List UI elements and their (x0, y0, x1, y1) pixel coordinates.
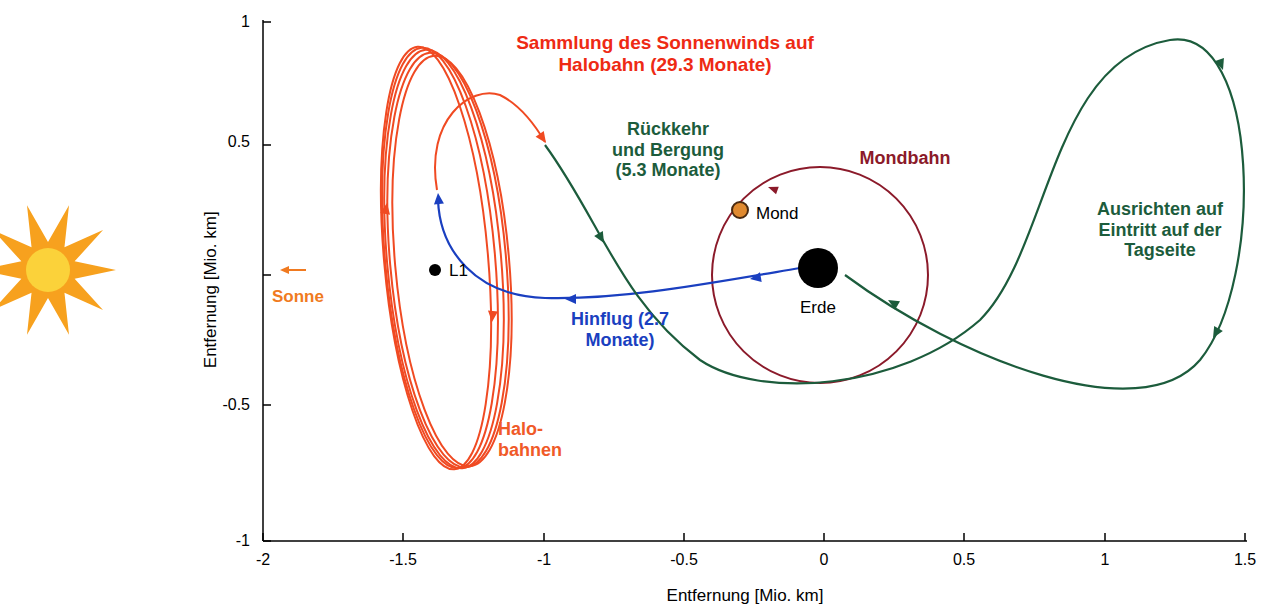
arrowhead (1209, 326, 1223, 341)
orbit-label: Halo- bahnen (498, 419, 568, 460)
tick-label: -2 (256, 551, 270, 569)
sun-core (26, 248, 70, 292)
body-label: Erde (800, 298, 836, 318)
arrowhead (536, 131, 551, 146)
halo-orbit (369, 45, 519, 473)
sun-symbol (0, 205, 116, 334)
arrowhead (749, 272, 762, 284)
axis-title: Entfernung [Mio. km] (667, 586, 824, 606)
arrowhead (886, 296, 901, 310)
arrowhead (1215, 58, 1228, 72)
tick-label: 0 (820, 551, 829, 569)
tick-label: 1 (241, 13, 250, 31)
y-axis (262, 20, 264, 541)
tick-label: -0.5 (222, 396, 250, 414)
phase-label: Ausrichten auf Eintritt auf der Tagseite (1074, 199, 1246, 261)
arrowhead (594, 231, 608, 246)
x-axis (263, 540, 1247, 542)
tick-label: -1 (537, 551, 551, 569)
axes (263, 20, 1247, 541)
body-label: Sonne (272, 287, 324, 307)
halo-orbits (366, 42, 545, 473)
tick (263, 21, 271, 23)
tick (963, 533, 965, 541)
phase-label: Sammlung des Sonnenwinds auf Halobahn (2… (515, 32, 815, 76)
tick (402, 533, 404, 541)
tick-label: -1 (236, 532, 250, 550)
tick-label: 0.5 (228, 133, 250, 151)
arrowhead (380, 202, 392, 215)
tick (823, 533, 825, 541)
tick-label: -1.5 (389, 551, 417, 569)
axis-title: Entfernung [Mio. km] (200, 212, 220, 369)
x-ticks (263, 533, 1245, 541)
l1-point (429, 264, 441, 276)
body-label: Mond (756, 204, 799, 224)
tick (263, 144, 271, 146)
arrowhead (280, 266, 289, 274)
tick-label: -0.5 (670, 551, 698, 569)
halo-exit-path (435, 93, 545, 190)
tick-label: 1.5 (1234, 551, 1256, 569)
tick (683, 533, 685, 541)
orbit-label: Mondbahn (860, 148, 951, 169)
point-label: L1 (449, 261, 468, 281)
tick (1104, 533, 1106, 541)
tick (543, 533, 545, 541)
tick (263, 540, 271, 542)
earth (798, 248, 838, 288)
sun-rays (0, 205, 116, 334)
arrowhead (565, 294, 576, 304)
tick-label: 1 (1101, 551, 1110, 569)
phase-label: Rückkehr und Bergung (5.3 Monate) (609, 119, 727, 181)
arrowhead (487, 311, 498, 323)
tick-label: 0.5 (953, 551, 975, 569)
tick (263, 404, 271, 406)
phase-label: Hinflug (2.7 Monate) (550, 309, 690, 350)
tick (1244, 533, 1246, 541)
moon (732, 202, 748, 218)
moon-orbit (712, 167, 928, 383)
tick (262, 533, 264, 541)
y-ticks (263, 22, 271, 541)
tick (263, 274, 271, 276)
arrowhead (767, 183, 779, 194)
arrowhead (433, 193, 444, 205)
outbound-path (438, 200, 800, 298)
